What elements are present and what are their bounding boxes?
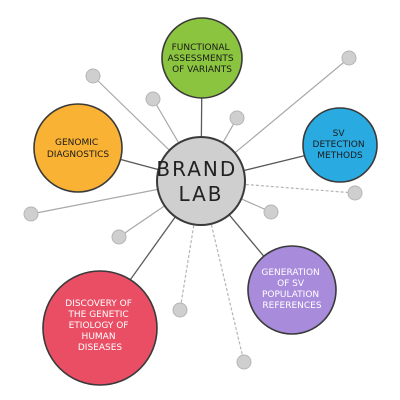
- topic-functional: FUNCTIONAL ASSESSMENTS OF VARIANTS: [161, 17, 243, 99]
- topic-genomic-circle: [33, 103, 123, 193]
- topic-discovery: DISCOVERY OF THE GENETIC ETIOLOGY OF HUM…: [42, 270, 158, 386]
- topic-sv-population: GENERATION OF SV POPULATION REFERENCES: [247, 245, 337, 335]
- topic-sv-detection: SV DETECTION METHODS: [302, 107, 378, 183]
- minor-nodes: [23, 50, 363, 370]
- node-bottom: [236, 354, 252, 370]
- topic-sv-detection-circle: [302, 107, 378, 183]
- topic-sv-detection-label: SV DETECTION METHODS: [313, 129, 368, 161]
- topic-functional-label: FUNCTIONAL ASSESSMENTS OF VARIANTS: [168, 43, 237, 75]
- node-top-right: [341, 50, 357, 66]
- node-top-left: [85, 68, 101, 84]
- topic-genomic: GENOMIC DIAGNOSTICS: [33, 103, 123, 193]
- center-circle: [156, 136, 246, 226]
- node-left: [23, 206, 39, 222]
- center-hub: BRAND LAB: [156, 136, 246, 226]
- node-lower-left: [172, 302, 188, 318]
- node-upper-left: [145, 91, 161, 107]
- topic-sv-population-label: GENERATION OF SV POPULATION REFERENCES: [261, 268, 322, 311]
- topic-discovery-circle: [42, 270, 158, 386]
- node-upper-right: [229, 110, 245, 126]
- node-right: [347, 185, 363, 201]
- topic-genomic-label: GENOMIC DIAGNOSTICS: [47, 138, 110, 160]
- topic-sv-population-circle: [247, 245, 337, 335]
- center-label: BRAND LAB: [156, 157, 245, 206]
- topic-functional-circle: [161, 17, 243, 99]
- node-mid-left: [111, 229, 127, 245]
- node-mid-right: [263, 204, 279, 220]
- topic-discovery-label: DISCOVERY OF THE GENETIC ETIOLOGY OF HUM…: [65, 299, 135, 353]
